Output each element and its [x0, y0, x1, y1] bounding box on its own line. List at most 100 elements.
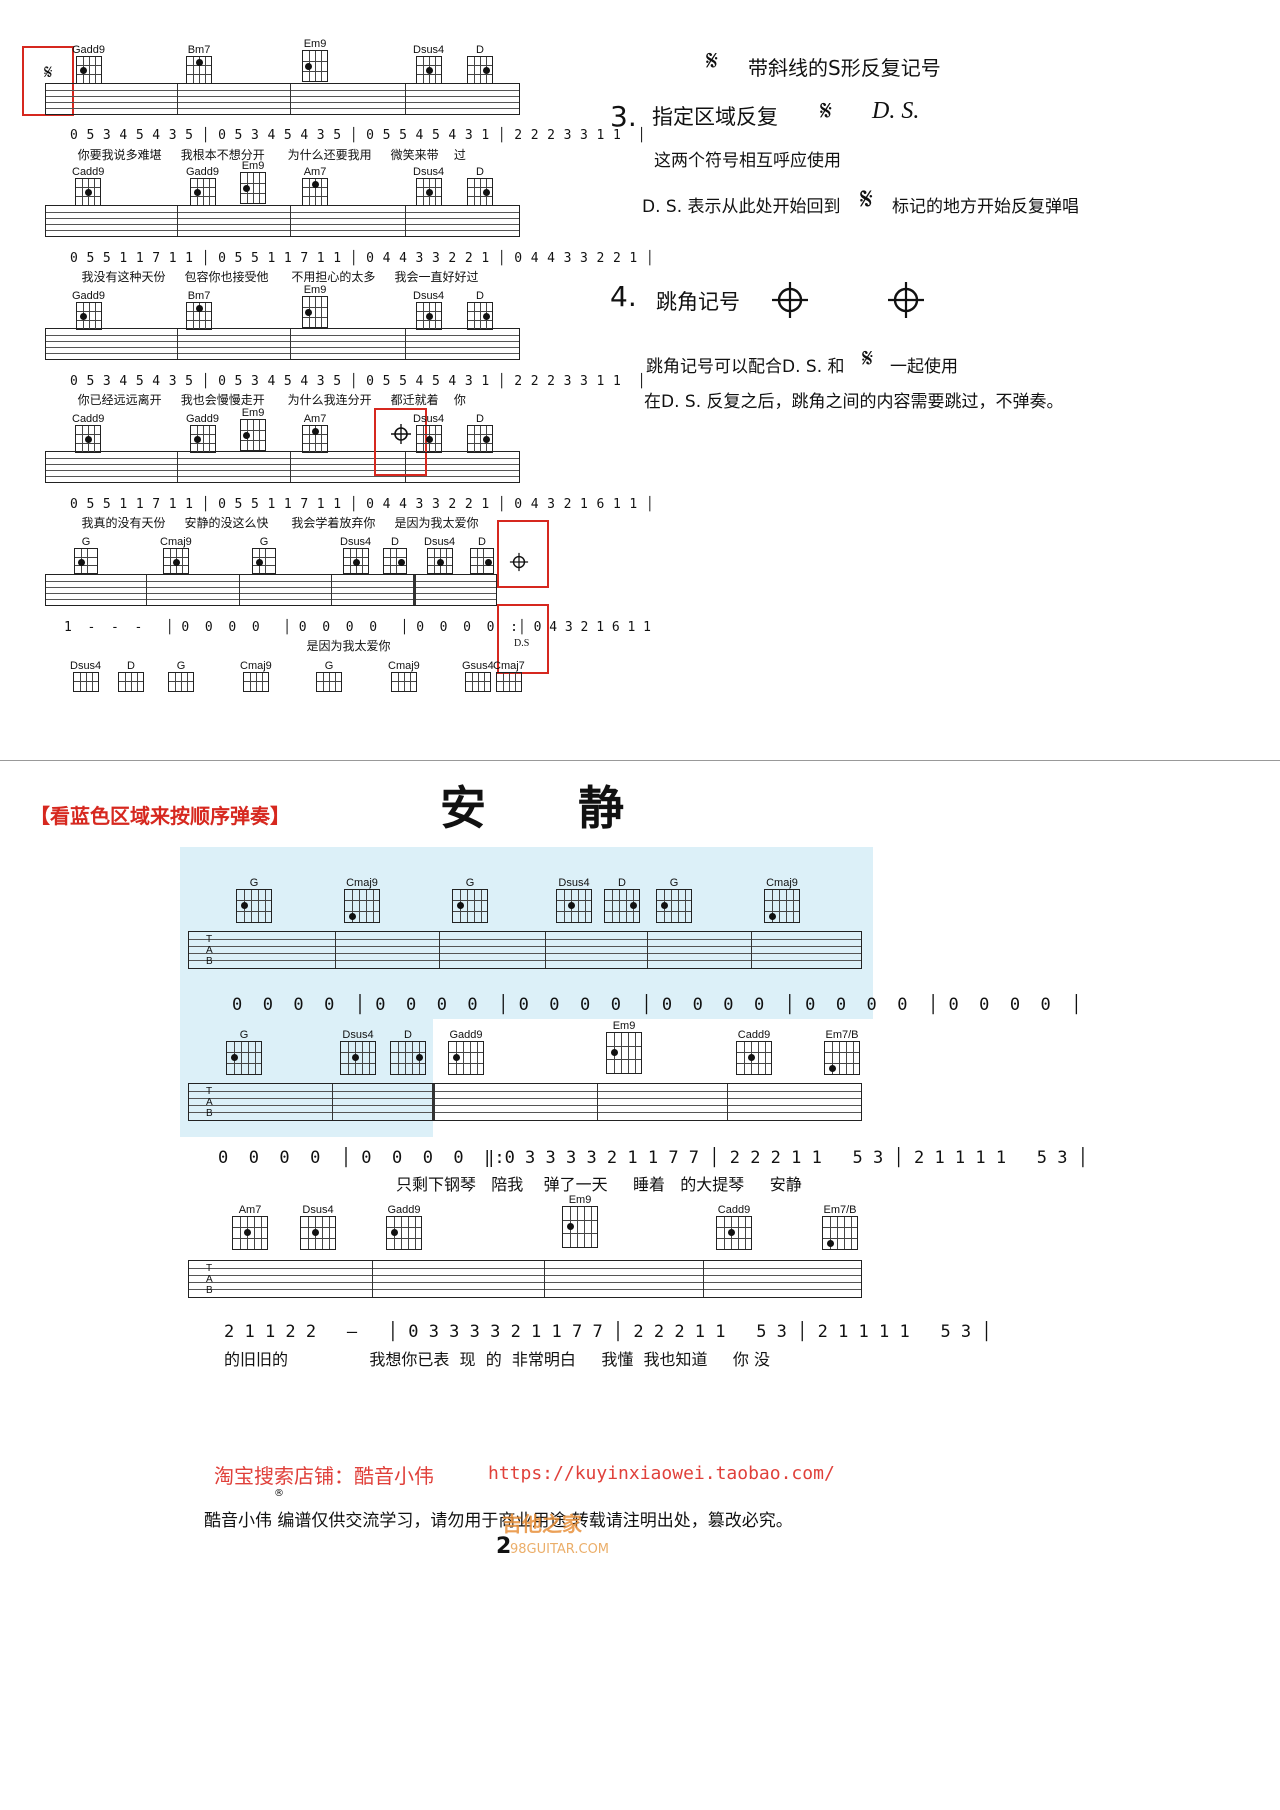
chord-name: D: [476, 44, 484, 56]
chord-name: D: [391, 536, 399, 548]
chord-name: Em9: [303, 284, 327, 296]
chord-name: G: [465, 877, 475, 889]
chord-name: Dsus4: [424, 536, 456, 548]
chord-name: G: [669, 877, 679, 889]
chord-diagram: Bm7: [186, 44, 212, 84]
lyrics-line: 只剩下钢琴 陪我 弹了一天 睡着 的大提琴 安静: [218, 1175, 802, 1194]
shop-label: 淘宝搜索店铺：酷音小伟: [214, 1464, 434, 1488]
chord-diagram: G: [236, 877, 272, 923]
chord-name: Dsus4: [342, 1029, 374, 1041]
chord-diagram: Am7: [232, 1204, 268, 1250]
coda-highlight-box: [374, 408, 427, 476]
chord-diagram: G: [226, 1029, 262, 1075]
chord-name: D: [618, 877, 626, 889]
chord-diagram: Dsus4: [413, 290, 444, 330]
chord-diagram: Gadd9: [72, 44, 105, 84]
segno-symbol: 𝄋: [706, 44, 719, 77]
chord-diagram: Gadd9: [72, 290, 105, 330]
chord-diagram: Em7/B: [822, 1204, 858, 1250]
chord-name: Cmaj9: [346, 877, 378, 889]
chord-diagram: D: [467, 413, 493, 453]
coda-highlight-box: [497, 520, 549, 588]
chord-diagram: Em7/B: [824, 1029, 860, 1075]
chord-name: Dsus4: [413, 166, 445, 178]
chord-diagram: D: [467, 166, 493, 206]
chord-name: Em9: [241, 407, 265, 419]
chord-name: Dsus4: [413, 290, 445, 302]
chord-diagram: Dsus4: [424, 536, 455, 574]
item-4-desc-1a: 跳角记号可以配合D. S. 和: [646, 357, 845, 377]
shop-url[interactable]: https://kuyinxiaowei.taobao.com/: [488, 1463, 835, 1484]
tab-staff: [188, 1083, 862, 1121]
chord-name: Em9: [303, 38, 327, 50]
chord-diagram: D: [467, 44, 493, 84]
item-3-desc-a: D. S. 表示从此处开始回到: [642, 197, 841, 217]
chord-name: Dsus4: [340, 536, 372, 548]
chord-name: Am7: [303, 413, 327, 425]
chord-name: Dsus4: [413, 44, 445, 56]
tab-staff: [188, 931, 862, 969]
chord-diagram: Am7: [302, 166, 328, 206]
instruction-label: 【看蓝色区域来按顺序弹奏】: [30, 804, 290, 828]
chord-diagram: Em9: [240, 407, 266, 451]
chord-diagram: Cadd9: [736, 1029, 772, 1075]
chord-diagram: D: [604, 877, 640, 923]
chord-name: Cmaj7: [493, 660, 525, 672]
chord-diagram: Cmaj9: [388, 660, 420, 692]
chord-name: Cadd9: [72, 166, 105, 178]
tab-staff: [188, 1260, 862, 1298]
chord-name: D: [404, 1029, 412, 1041]
copyright-notice: 酷音小伟 编谱仅供交流学习，请勿用于商业用途 转载请注明出处，篡改必究。: [204, 1511, 793, 1531]
lyrics-line: 是因为我太爱你: [70, 639, 391, 653]
jianpu-notes: 0 5 5 1 1 7 1 1 │ 0 5 5 1 1 7 1 1 │ 0 4 …: [70, 497, 655, 512]
chord-name: Dsus4: [413, 413, 445, 425]
jianpu-notes: 0 5 3 4 5 4 3 5 │ 0 5 3 4 5 4 3 5 │ 0 5 …: [70, 374, 646, 389]
chord-diagram: Dsus4: [340, 536, 371, 574]
chord-diagram: Gsus4: [462, 660, 494, 692]
segno-symbol: 𝄋: [860, 182, 873, 217]
chord-name: G: [249, 877, 259, 889]
chord-name: D: [127, 660, 135, 672]
chord-name: Gadd9: [72, 290, 106, 302]
watermark-logo: 吉他之家: [502, 1512, 582, 1536]
chord-diagram: Dsus4: [300, 1204, 336, 1250]
item-4-desc-2: 在D. S. 反复之后，跳角之间的内容需要跳过，不弹奏。: [644, 392, 1064, 412]
chord-name: Bm7: [187, 44, 211, 56]
chord-name: Gsus4: [462, 660, 494, 672]
chord-name: G: [81, 536, 91, 548]
chord-diagram: Cadd9: [72, 413, 104, 453]
tab-staff: [45, 205, 520, 237]
lyrics-line: 你要我说多难堪 我根本不想分开 为什么还要我用 微笑来带 过: [70, 148, 466, 162]
chord-diagram: D: [390, 1029, 426, 1075]
chord-name: Dsus4: [302, 1204, 334, 1216]
chord-name: G: [176, 660, 186, 672]
chord-name: Gadd9: [186, 166, 220, 178]
lyrics-line: 我真的没有天份 安静的没这么快 我会学着放弃你 是因为我太爱你: [70, 516, 479, 530]
segno-symbol: 𝄋: [862, 344, 874, 374]
chord-diagram: D: [383, 536, 407, 574]
chord-diagram: Dsus4: [413, 44, 444, 84]
ds-mark: D.S: [514, 638, 530, 649]
chord-diagram: Dsus4: [413, 166, 444, 206]
chord-name: Cadd9: [737, 1029, 771, 1041]
chord-diagram: Cmaj9: [764, 877, 800, 923]
chord-name: Cmaj9: [388, 660, 420, 672]
chord-name: Gadd9: [186, 413, 220, 425]
coda-symbol: [772, 282, 808, 318]
section-divider: [0, 760, 1280, 761]
item-4-number: 4.: [610, 280, 637, 313]
chord-diagram: D: [118, 660, 144, 692]
chord-diagram: Dsus4: [556, 877, 592, 923]
item-4-title: 跳角记号: [656, 290, 740, 314]
lyrics-line: 我没有这种天份 包容你也接受他 不用担心的太多 我会一直好好过: [70, 270, 479, 284]
song-title: 安 静: [440, 781, 624, 835]
chord-diagram: Cmaj9: [344, 877, 380, 923]
chord-name: Bm7: [187, 290, 211, 302]
chord-name: Cmaj9: [160, 536, 192, 548]
chord-diagram: Gadd9: [448, 1029, 484, 1075]
highlight-region: [180, 1019, 433, 1137]
chord-diagram: Gadd9: [386, 1204, 422, 1250]
lyrics-line: 你已经远远离开 我也会慢慢走开 为什么我连分开 都迁就着 你: [70, 393, 466, 407]
chord-name: Cadd9: [717, 1204, 751, 1216]
chord-name: Dsus4: [70, 660, 102, 672]
